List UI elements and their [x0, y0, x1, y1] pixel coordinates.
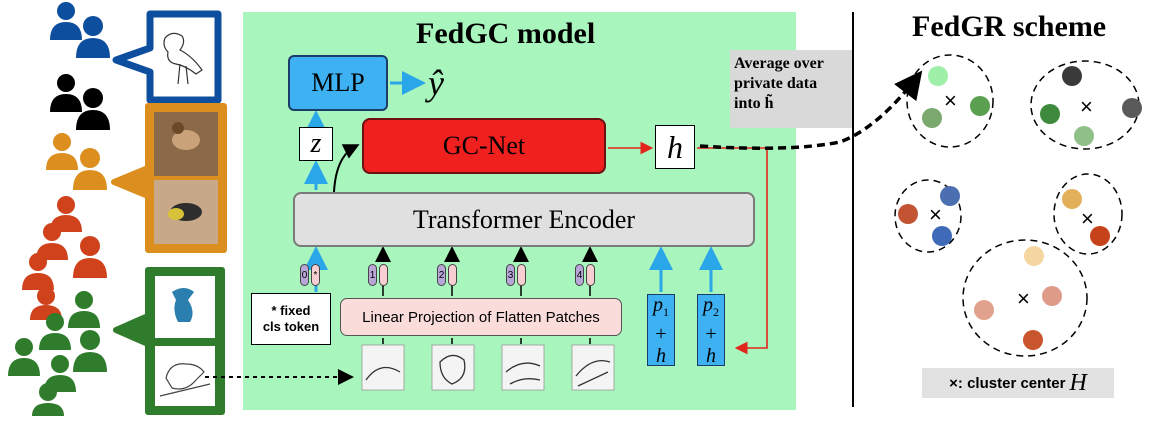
patch-embedding-token: [517, 264, 526, 286]
average-note-line: private data: [734, 75, 818, 92]
user-group-icon: [50, 2, 110, 58]
cls-note-line: cls token: [262, 319, 320, 334]
section-divider: [852, 12, 854, 407]
cls-note-line: * fixed: [271, 303, 311, 318]
cluster-center-marker: ×: [1017, 286, 1030, 311]
cluster-center-marker: ×: [1081, 206, 1094, 231]
cls-star-token: *: [311, 264, 320, 286]
fedgc-title: FedGC model: [416, 17, 596, 50]
client-data-bubbles: [111, 10, 227, 415]
position-token-p1: p1 + h: [647, 294, 675, 367]
average-note-line: Average over: [734, 55, 824, 72]
linear-projection-block: Linear Projection of Flatten Patches: [340, 298, 622, 336]
legend-text: ×: cluster center: [949, 374, 1066, 392]
cluster-center-marker: ×: [929, 202, 942, 227]
cluster: [962, 239, 1088, 357]
cluster: [906, 54, 994, 148]
cluster: [1030, 60, 1142, 150]
position-token-p2: p2 + h: [697, 294, 725, 367]
bird-sketch-image: [163, 32, 203, 85]
patch-embedding-token: [448, 264, 457, 286]
h-feature-box: h: [655, 125, 695, 169]
user-group-icon: [46, 133, 107, 190]
model-arrows: [304, 70, 923, 355]
user-group-icon: [8, 291, 107, 416]
cluster: [894, 179, 962, 253]
gc-net-block: GC-Net: [362, 118, 606, 174]
patch-index-token: 1: [368, 264, 377, 286]
patch-index-token: 2: [437, 264, 446, 286]
legend-symbol: H: [1069, 369, 1087, 396]
fedgr-title: FedGR scheme: [912, 10, 1107, 43]
transformer-encoder-block: Transformer Encoder: [293, 192, 755, 247]
cls-index-token: 0: [300, 264, 309, 286]
input-patches: [361, 344, 615, 391]
cluster: [1053, 173, 1123, 255]
cluster-center-marker: ×: [1080, 94, 1093, 119]
patch-embedding-token: [379, 264, 388, 286]
average-note: Average over private data into h̃: [730, 50, 852, 128]
average-note-line: into h̃: [734, 95, 774, 112]
user-group-icon: [50, 74, 110, 130]
patch-index-token: 4: [575, 264, 584, 286]
prediction-output: ŷ: [428, 63, 444, 103]
patch-embedding-token: [586, 264, 595, 286]
user-group-icon: [22, 196, 107, 320]
fixed-cls-token-note: * fixed cls token: [251, 293, 331, 345]
fedgr-clusters: [894, 54, 1142, 357]
client-icons: [8, 2, 110, 416]
z-feature-box: z: [299, 127, 333, 161]
mlp-block: MLP: [288, 55, 388, 111]
cluster-center-marker: ×: [944, 88, 957, 113]
patch-index-token: 3: [506, 264, 515, 286]
